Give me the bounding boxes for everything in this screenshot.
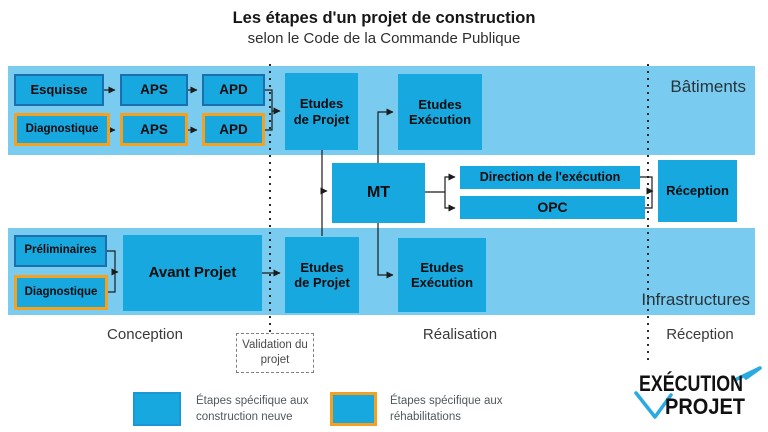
phase-reception: Réception (666, 326, 734, 343)
node-mt: MT (332, 163, 425, 223)
phase-validation-box: Validation du projet (236, 333, 314, 373)
node-etudes-projet-batiments: Etudes de Projet (285, 73, 358, 150)
node-apd-neuve: APD (202, 74, 265, 106)
logo-line1: EXÉCUTION (639, 371, 743, 396)
page-subtitle: selon le Code de la Commande Publique (247, 30, 521, 47)
node-diagnostique-batiments: Diagnostique (14, 113, 110, 146)
batiments-label: Bâtiments (670, 77, 746, 96)
phase-separator-validation (269, 64, 271, 332)
node-direction-execution: Direction de l'exécution (460, 166, 640, 189)
node-reception: Réception (658, 160, 737, 222)
node-aps-neuve: APS (120, 74, 188, 106)
phase-separator-reception (647, 64, 649, 360)
legend-label-construction-neuve: Étapes spécifique aux construction neuve (196, 395, 309, 424)
logo-check-icon (634, 366, 762, 419)
legend-swatch-rehabilitations (330, 392, 377, 426)
execution-projet-logo-art: EXÉCUTION PROJET (634, 366, 762, 419)
node-diagnostique-infrastructures: Diagnostique (14, 275, 108, 310)
phase-conception: Conception (107, 326, 183, 343)
node-etudes-execution-infrastructures: Etudes Exécution (398, 238, 486, 312)
page-title: Les étapes d'un projet de construction (232, 9, 536, 27)
node-etudes-execution-batiments: Etudes Exécution (398, 74, 482, 150)
logo-line2: PROJET (665, 394, 746, 419)
legend-label-rehabilitations: Étapes spécifique aux réhabilitations (390, 395, 503, 424)
node-esquisse: Esquisse (14, 74, 104, 106)
node-preliminaires: Préliminaires (14, 235, 107, 267)
phase-realisation: Réalisation (422, 326, 498, 343)
node-avant-projet: Avant Projet (123, 235, 262, 311)
legend-swatch-construction-neuve (133, 392, 181, 426)
node-apd-rehabilitation: APD (202, 113, 265, 146)
node-aps-rehabilitation: APS (120, 113, 188, 146)
node-opc: OPC (460, 196, 645, 219)
node-etudes-projet-infrastructures: Etudes de Projet (285, 237, 359, 313)
execution-projet-logo: EXÉCUTION PROJET (615, 364, 767, 430)
infrastructures-label: Infrastructures (641, 290, 750, 309)
